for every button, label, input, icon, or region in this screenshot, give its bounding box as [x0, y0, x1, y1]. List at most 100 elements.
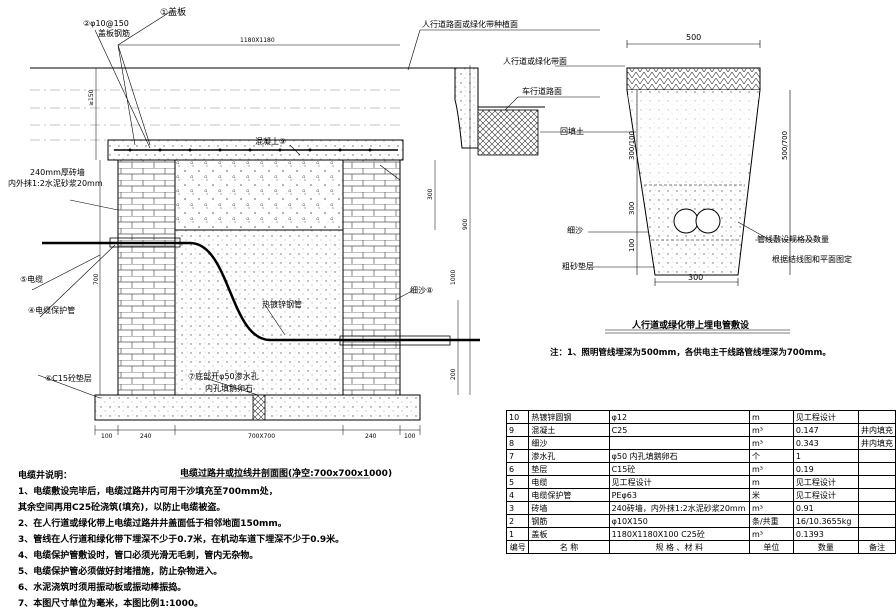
- notes-title: 电缆井说明：: [18, 471, 73, 481]
- table-cell: [857, 449, 896, 463]
- label-drain-fill: 内孔填鹅卵石: [205, 383, 253, 393]
- table-cell: m³: [748, 436, 794, 450]
- table-cell: 盖板: [528, 527, 610, 541]
- label-steel-pipe: 热镀锌钢管: [262, 299, 302, 309]
- table-cell: 1180X1180X100 C25砼: [608, 527, 750, 541]
- dim-r-v1: 300/100: [628, 131, 636, 160]
- dim-300: 300: [427, 188, 434, 200]
- dim-1000: 1000: [450, 270, 457, 285]
- table-cell: m: [748, 410, 794, 424]
- table-cell: 3: [505, 501, 530, 515]
- drain-hole: [252, 394, 266, 421]
- table-cell: 8: [505, 436, 530, 450]
- dim-b100b: 100: [404, 433, 416, 440]
- label-cable-pipe: ④电缆保护管: [28, 305, 75, 315]
- dim-b240b: 240: [365, 433, 377, 440]
- table-cell: 渗水孔: [528, 449, 610, 463]
- note-item: 3、管线在人行道和绿化带下埋深不少于0.7米，在机动车道下埋深不少于0.9米。: [18, 535, 345, 545]
- table-cell: m³: [748, 501, 794, 515]
- dim-200: 200: [450, 368, 457, 380]
- right-caption: 人行道或绿化带上埋电管敷设: [632, 321, 750, 331]
- table-cell: [608, 436, 750, 450]
- note-item: 5、电缆保护管必须做好封堵措施，防止杂物进入。: [18, 567, 223, 577]
- note-item: 其余空间再用C25砼浇筑(填充)，以防止电缆被盗。: [18, 503, 226, 513]
- table-cell: 240砖墙，内外抹1:2水泥砂浆20mm: [608, 501, 750, 515]
- table-cell: [857, 475, 896, 489]
- label-r2: 回填土: [560, 126, 584, 136]
- road-base-hatch: [477, 109, 539, 156]
- table-cell: m³: [748, 462, 794, 476]
- table-cell: [857, 501, 896, 515]
- dim-b100a: 100: [101, 433, 113, 440]
- label-concrete: 混凝土⑨: [255, 136, 286, 146]
- caption-underline-right: [605, 329, 790, 334]
- table-cell: C25: [608, 423, 750, 437]
- right-note: 注：1、照明管线埋深为500mm，各供电主干线路管线埋深为700mm。: [550, 348, 831, 358]
- curb: [454, 67, 479, 149]
- note-item: 2、在人行道或绿化带上电缆过路井井盖面低于相邻地面150mm。: [18, 519, 287, 529]
- label-r6: 根据结线图和平面图定: [772, 254, 852, 264]
- rebar-dots: [128, 148, 372, 152]
- note-item: 4、电缆保护管敷设时，管口必须光滑无毛刺，管内无杂物。: [18, 551, 259, 561]
- notes-block: 电缆井说明： 1、电缆敷设完毕后，电缆过路井内可用干沙填充至700mm处， 其余…: [18, 468, 344, 612]
- dim-top: 1180X1180: [240, 37, 275, 44]
- protective-pipe: [339, 335, 451, 346]
- table-cell: 钢筋: [528, 514, 610, 528]
- dim-500: 500: [686, 33, 701, 42]
- cable: [42, 241, 480, 342]
- table-cell: φ10X150: [608, 514, 750, 528]
- table-header-cell: 规 格 、材 料: [608, 540, 750, 554]
- table-cell: 7: [505, 449, 530, 463]
- table-cell: [857, 514, 896, 528]
- note-item: 6、水泥浇筑时须用振动板或振动棒振捣。: [18, 583, 187, 593]
- label-r4: 粗砂垫层: [562, 261, 594, 271]
- table-cell: 电缆: [528, 475, 610, 489]
- dim-top-500: [626, 40, 761, 48]
- table-cell: 0.19: [792, 462, 859, 476]
- dim-r-v4: 100: [628, 239, 636, 252]
- table-cell: 16/10.3655kg: [792, 514, 859, 528]
- grass-strip: [626, 67, 761, 91]
- dim-lines-left: [94, 44, 471, 435]
- label-plaster: 内外抹1:2水泥砂浆20mm: [8, 178, 103, 188]
- table-cell: 见工程设计: [792, 475, 859, 489]
- table-cell: m³: [748, 527, 794, 541]
- table-header-cell: 单位: [748, 540, 794, 554]
- right-dims: [636, 90, 791, 286]
- note-item: 1、电缆敷设完毕后，电缆过路井内可用干沙填充至700mm处，: [18, 487, 278, 497]
- left-brick-wall: [117, 159, 176, 396]
- dim-r-v3: 300: [628, 202, 636, 215]
- dim-r-300: 300: [688, 273, 703, 282]
- table-cell: C15砼: [608, 462, 750, 476]
- table-cell: 0.1393: [792, 527, 859, 541]
- table-cell: 0.147: [792, 423, 859, 437]
- label-fine-sand: 细沙⑧: [410, 285, 433, 295]
- table-cell: 见工程设计: [792, 410, 859, 424]
- table-cell: 2: [505, 514, 530, 528]
- table-cell: [857, 488, 896, 502]
- table-cell: m³: [748, 423, 794, 437]
- concrete-fill: [174, 159, 344, 231]
- table-cell: [857, 462, 896, 476]
- note-item: 7、本图尺寸单位为毫米，本图比例1:1000。: [18, 599, 204, 609]
- left-pipe: [109, 237, 181, 248]
- ground-dash-lines: [30, 89, 400, 141]
- backfill-texture: [628, 95, 759, 185]
- table-cell: 9: [505, 423, 530, 437]
- table-cell: m: [748, 475, 794, 489]
- leader-l4: [504, 96, 600, 111]
- label-r1: 人行道或绿化带面: [503, 56, 567, 66]
- table-header-cell: 名 称: [528, 540, 610, 554]
- table-cell: 井内填充: [857, 436, 896, 450]
- table-cell: 10: [505, 410, 530, 424]
- label-c15-base: ⑥C15砼垫层: [45, 373, 92, 383]
- table-cell: 0.91: [792, 501, 859, 515]
- table-cell: 井内填充: [857, 423, 896, 437]
